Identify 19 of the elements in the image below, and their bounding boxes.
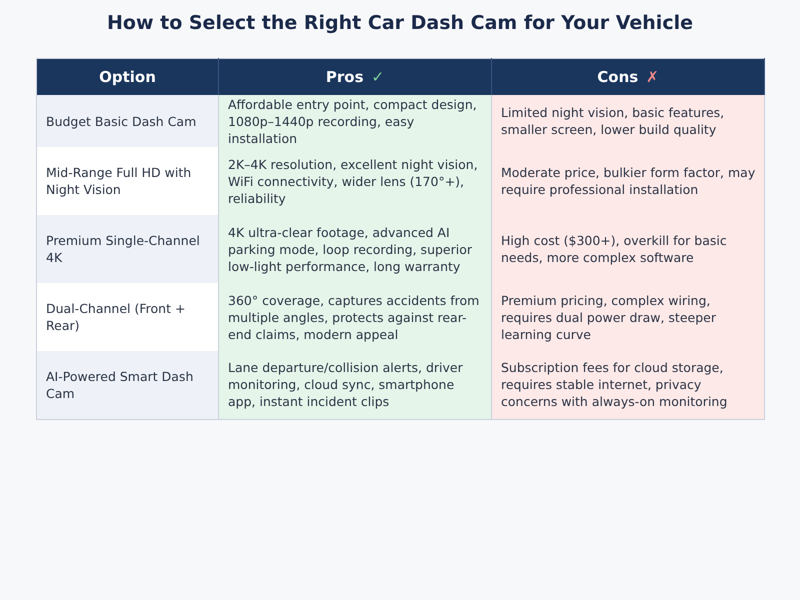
table-cell: Dual-Channel (Front + Rear) — [36, 283, 218, 351]
table-cell: 2K–4K resolution, excellent night vision, WiFi connectivity, wider lens (170°+), reliability — [218, 147, 492, 215]
header-cell: Pros ✓ — [218, 58, 492, 95]
header-cell: Cons ✗ — [492, 58, 764, 95]
table-cell: Moderate price, bulkier form factor, may require professional installation — [492, 147, 764, 215]
table-cell: Lane departure/collision alerts, driver monitoring, cloud sync, smartphone app, instant incident clips — [218, 351, 492, 419]
table-cell: 360° coverage, captures accidents from multiple angles, protects against rear-end claims, modern appeal — [218, 283, 492, 351]
chart-title: How to Select the Right Car Dash Cam for Your Vehicle — [106, 12, 694, 34]
table-cell: Mid-Range Full HD with Night Vision — [36, 147, 218, 215]
table-cell: Budget Basic Dash Cam — [36, 95, 218, 147]
table-cell: AI-Powered Smart Dash Cam — [36, 351, 218, 419]
table-cell: Limited night vision, basic features, smaller screen, lower build quality — [492, 95, 764, 147]
table-cell: High cost ($300+), overkill for basic needs, more complex software — [492, 215, 764, 283]
table-cell: Premium pricing, complex wiring, requires dual power draw, steeper learning curve — [492, 283, 764, 351]
header-cell: Option — [36, 58, 218, 95]
table-cell: Premium Single-Channel 4K — [36, 215, 218, 283]
table-cell: Affordable entry point, compact design, 1080p–1440p recording, easy installation — [218, 95, 492, 147]
table-cell: Subscription fees for cloud storage, requires stable internet, privacy concerns with always-on monitoring — [492, 351, 764, 419]
table-cell: 4K ultra-clear footage, advanced AI parking mode, loop recording, superior low-light performance, long warranty — [218, 215, 492, 283]
